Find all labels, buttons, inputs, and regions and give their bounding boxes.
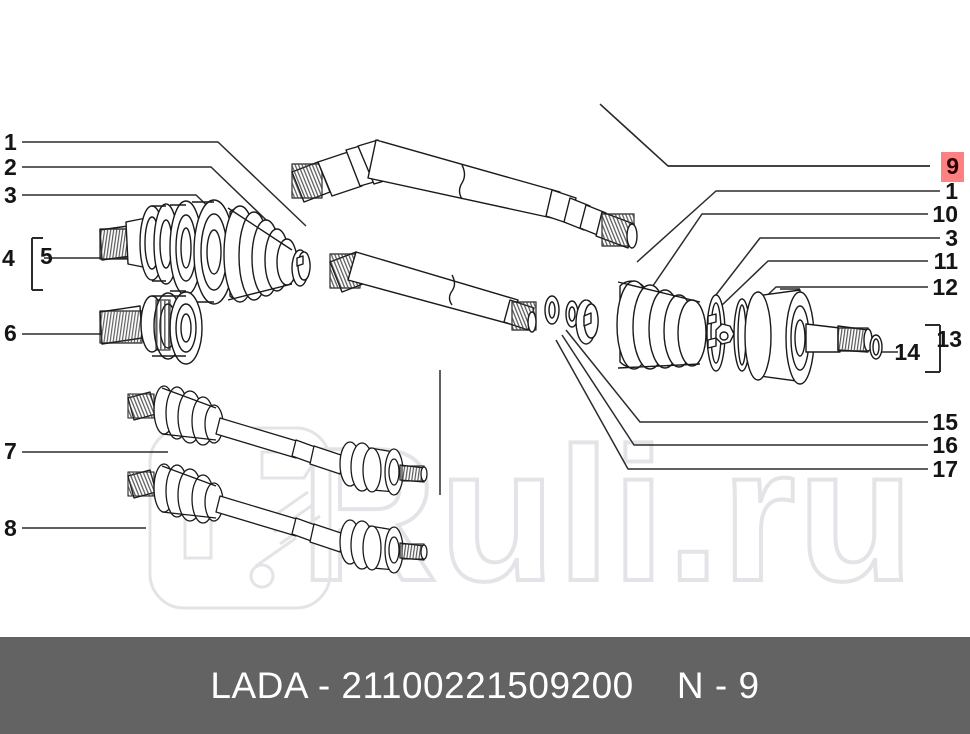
bracket-right-group-13: [925, 324, 941, 373]
callout-label-1-left[interactable]: 1: [4, 129, 17, 155]
callout-label-3-left[interactable]: 3: [4, 182, 17, 208]
callout-label-2-left[interactable]: 2: [4, 154, 17, 180]
callout-label-8-left[interactable]: 8: [4, 515, 17, 541]
callout-label-3-right[interactable]: 3: [945, 225, 958, 251]
part-drive-shaft-9: [291, 139, 638, 249]
part-outer-cv-assembly: [616, 280, 883, 385]
callout-label-6-left[interactable]: 6: [4, 320, 17, 346]
part-complete-driveshaft-7: [127, 385, 428, 496]
part-tripod-joint-6: [99, 291, 203, 365]
leader-lines-right: [555, 103, 940, 470]
footer-bar: LADA - 21100221509200 N - 9: [0, 637, 970, 734]
callout-label-10-right[interactable]: 10: [932, 201, 958, 227]
callout-label-11-right[interactable]: 11: [933, 248, 958, 274]
part-complete-driveshaft-8: [127, 463, 428, 574]
callout-label-15-right[interactable]: 15: [932, 409, 958, 435]
callout-label-16-right[interactable]: 16: [932, 432, 958, 458]
callout-label-12-right[interactable]: 12: [932, 274, 958, 300]
bracket-left-group-4: [31, 237, 43, 291]
footer-part-number-text: LADA - 21100221509200 N - 9: [210, 664, 760, 706]
callout-label-13-right[interactable]: 13: [936, 326, 962, 352]
part-drive-shaft-secondary: [329, 251, 599, 345]
callout-label-1-right[interactable]: 1: [945, 178, 958, 204]
callout-label-14-right[interactable]: 14: [894, 339, 920, 365]
callout-label-17-right[interactable]: 17: [932, 456, 958, 482]
callout-label-4-left[interactable]: 4: [2, 245, 15, 271]
diagram-canvas: Ruli.ru: [2, 103, 964, 623]
callout-label-9-right[interactable]: 9: [941, 152, 964, 182]
part-inner-cv-assembly: [99, 199, 311, 305]
callout-label-7-left[interactable]: 7: [4, 438, 17, 464]
callout-label-5-left[interactable]: 5: [40, 243, 53, 269]
technical-illustration: [22, 103, 941, 574]
